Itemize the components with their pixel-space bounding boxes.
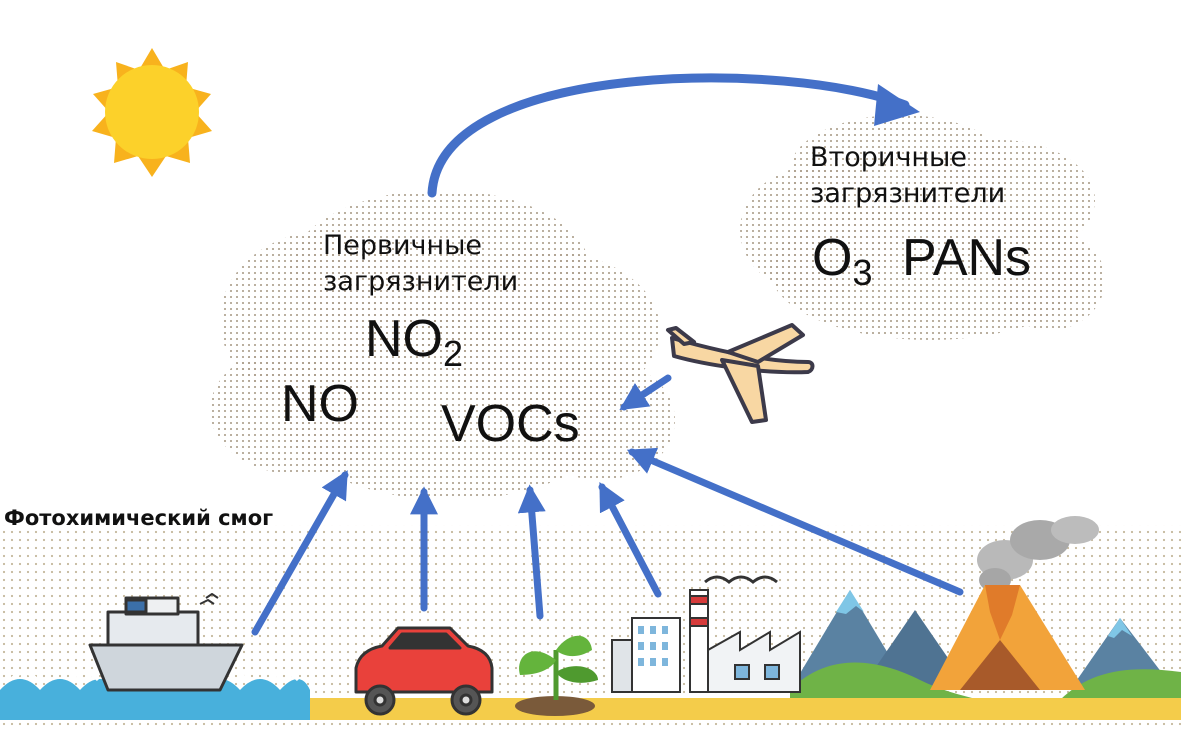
secondary-title-line1: Вторичные bbox=[810, 142, 967, 173]
primary-title-line1: Первичные bbox=[323, 230, 483, 261]
source-arrows bbox=[251, 374, 964, 636]
arrow-plant bbox=[517, 484, 546, 620]
primary-title: Первичные загрязнители bbox=[323, 228, 518, 301]
curved-arrowhead bbox=[874, 84, 920, 126]
sun-icon bbox=[92, 48, 212, 177]
volcano-icon bbox=[930, 516, 1099, 690]
no-formula: NO bbox=[281, 375, 359, 433]
airplane-icon bbox=[666, 323, 815, 424]
o3-subscript: 3 bbox=[852, 252, 873, 293]
ship-icon bbox=[88, 593, 244, 692]
secondary-title: Вторичные загрязнители bbox=[810, 140, 1005, 213]
water-icon bbox=[0, 671, 310, 720]
arrow-airplane bbox=[619, 374, 672, 411]
plant-icon bbox=[515, 635, 598, 716]
smog-label: Фотохимический смог bbox=[4, 506, 274, 530]
ground-strip bbox=[300, 698, 1181, 720]
mountains-icon bbox=[790, 590, 1181, 700]
arrow-ship bbox=[251, 470, 349, 636]
secondary-pollutants-cloud bbox=[740, 115, 1105, 340]
secondary-title-line2: загрязнители bbox=[810, 178, 1006, 210]
no2-formula: NO2 bbox=[365, 310, 463, 372]
curved-arrow bbox=[427, 73, 910, 198]
car-icon bbox=[354, 626, 494, 716]
pans-formula: PANs bbox=[902, 229, 1032, 287]
factory-icon bbox=[611, 575, 801, 693]
no2-subscript: 2 bbox=[443, 333, 464, 374]
o3-base: O bbox=[812, 229, 853, 287]
arrow-factory bbox=[598, 482, 662, 598]
o3-formula: O3 bbox=[812, 229, 872, 291]
vocs-formula: VOCs bbox=[441, 395, 580, 453]
arrow-volcano bbox=[626, 447, 964, 596]
primary-title-line2: загрязнители bbox=[323, 266, 519, 298]
no2-base: NO bbox=[365, 310, 443, 368]
